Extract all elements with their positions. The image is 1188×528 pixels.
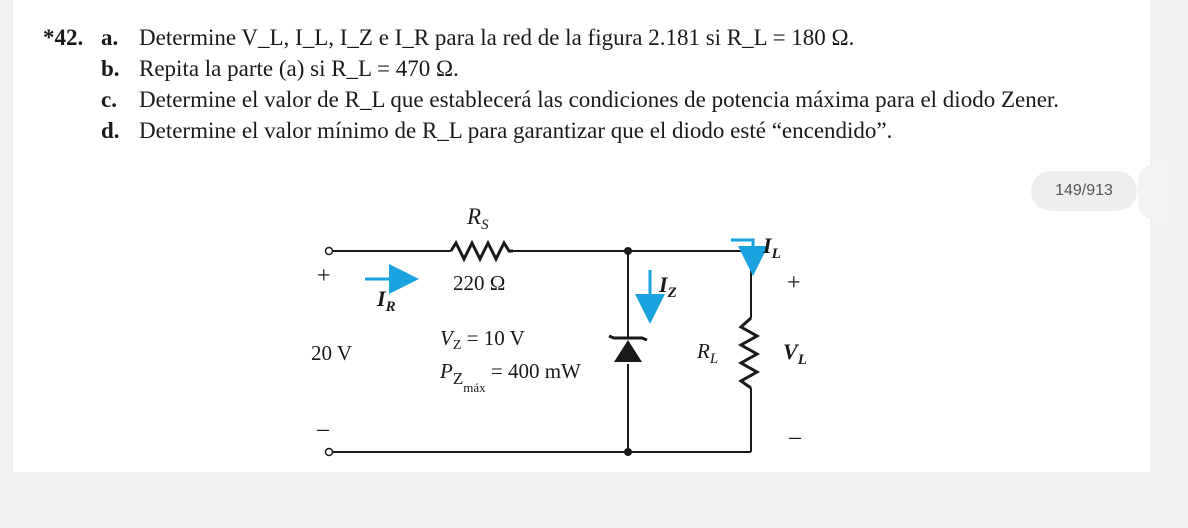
ir-label: IR xyxy=(376,286,396,315)
terminal-top xyxy=(324,246,334,256)
source-plus: + xyxy=(317,263,331,289)
part-letter: a. xyxy=(101,25,119,50)
part-text: Determine V_L, I_L, I_Z e I_R para la re… xyxy=(139,25,855,50)
il-label: IL xyxy=(762,233,781,262)
part-letter: b. xyxy=(101,56,120,81)
part-letter: c. xyxy=(101,87,117,112)
side-panel-edge[interactable] xyxy=(1138,165,1168,219)
part-text: Determine el valor mínimo de R_L para ga… xyxy=(139,118,893,143)
vl-label: VL xyxy=(783,339,807,368)
current-il-arrow xyxy=(731,238,768,276)
load-plus: + xyxy=(787,270,801,296)
load-minus: – xyxy=(788,424,802,450)
circuit-wires xyxy=(331,250,752,453)
part-text: Repita la parte (a) si R_L = 470 Ω. xyxy=(139,56,459,81)
pz-spec: PZmáx = 400 mW xyxy=(439,359,581,395)
iz-label: IZ xyxy=(658,272,677,301)
rs-value: 220 Ω xyxy=(453,271,505,295)
rl-label: RL xyxy=(696,339,718,367)
zener-diode xyxy=(608,334,648,362)
terminal-bottom xyxy=(324,447,334,457)
source-value: 20 V xyxy=(311,341,352,365)
resistor-rl xyxy=(737,316,761,390)
document-page: *42. a. Determine V_L, I_L, I_Z e I_R pa… xyxy=(13,0,1150,472)
page-indicator[interactable]: 149/913 xyxy=(1031,171,1137,211)
junction-top xyxy=(624,247,632,255)
part-text: Determine el valor de R_L que establecer… xyxy=(139,87,1060,112)
circuit-diagram: RS 220 Ω + 20 V – IR VZ = 10 V PZmáx = 4… xyxy=(311,204,807,457)
junction-bottom xyxy=(624,448,632,456)
rs-label: RS xyxy=(466,204,489,233)
source-minus: – xyxy=(316,416,330,442)
resistor-rs xyxy=(449,239,513,263)
problem-number: *42. xyxy=(43,25,84,50)
part-letter: d. xyxy=(101,118,120,143)
vz-spec: VZ = 10 V xyxy=(440,326,525,353)
